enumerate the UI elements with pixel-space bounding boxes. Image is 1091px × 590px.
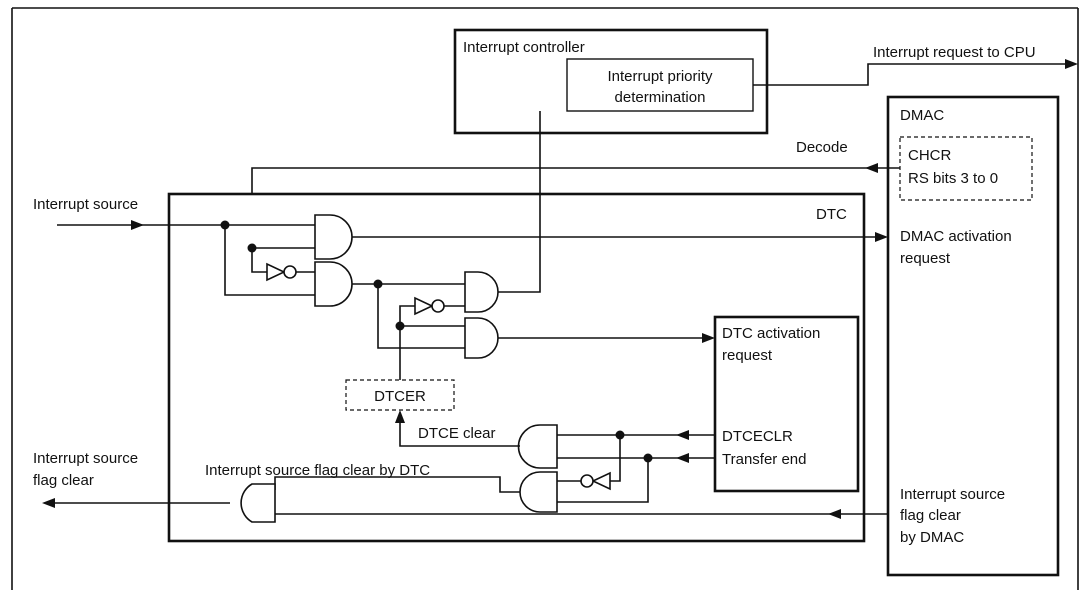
flag-clear-dmac-arrow	[828, 509, 841, 519]
dmac-label: DMAC	[900, 107, 944, 124]
irq-to-cpu-wire	[753, 63, 1066, 86]
dtc-activation-label-1: DTC activation	[722, 325, 820, 342]
inverter-3	[591, 471, 611, 491]
flag-clear-dmac-label-2: flag clear	[900, 507, 961, 524]
and-gate-3	[464, 271, 499, 313]
interrupt-flag-clear-label-1: Interrupt source	[33, 450, 138, 467]
inverter-1	[266, 262, 286, 282]
dtceclr-to-inverter3-wire	[610, 435, 621, 482]
inverter-2	[414, 296, 434, 316]
flag-clear-by-dtc-label: Interrupt source flag clear by DTC	[205, 462, 430, 479]
decode-arrow	[865, 163, 878, 173]
irq-to-cpu-label: Interrupt request to CPU	[873, 44, 1036, 61]
flag-clear-dmac-label-3: by DMAC	[900, 529, 964, 546]
chcr-register-box	[899, 136, 1033, 201]
and-gate-dtc	[464, 317, 499, 359]
chcr-bits-label: RS bits 3 to 0	[908, 170, 998, 187]
transfer-end-label: Transfer end	[722, 451, 807, 468]
dtc-activation-label-2: request	[722, 347, 773, 364]
and-gate-2	[314, 261, 353, 307]
priority-label-2: determination	[615, 89, 706, 106]
dmac-activation-label-1: DMAC activation	[900, 228, 1012, 245]
transfer-end-arrow	[676, 453, 689, 463]
dtc-activation-box	[713, 315, 860, 493]
gate3-to-priority-wire	[498, 111, 541, 293]
interrupt-flag-clear-label-2: flag clear	[33, 472, 94, 489]
decode-to-inverter-wire	[251, 248, 267, 273]
priority-label-1: Interrupt priority	[607, 68, 713, 85]
transfer-end-to-gate6-wire	[557, 458, 649, 503]
flag-clear-dmac-label-1: Interrupt source	[900, 486, 1005, 503]
inverter-1-bubble	[283, 265, 297, 279]
dtceclr-arrow	[676, 430, 689, 440]
priority-determination-box	[566, 58, 754, 112]
irq-to-cpu-arrow	[1065, 59, 1078, 69]
interrupt-controller-label: Interrupt controller	[463, 39, 585, 56]
source-to-gate2-wire	[224, 225, 315, 296]
inverter-2-bubble	[431, 299, 445, 313]
inverter-3-bubble	[580, 474, 594, 488]
gate2-to-gate4-wire	[377, 284, 465, 349]
dtce-clear-wire	[399, 422, 520, 447]
dtceclr-label: DTCECLR	[722, 428, 793, 445]
dtc-label: DTC	[816, 206, 847, 223]
dtcer-label: DTCER	[374, 388, 426, 405]
dtcer-to-inverter2-wire	[399, 305, 415, 324]
dtce-clear-arrow	[395, 410, 405, 423]
dmac-activation-label-2: request	[900, 250, 951, 267]
and-gate-dmac	[314, 214, 353, 260]
and-gate-dtce-clear	[517, 424, 558, 469]
decode-label: Decode	[796, 139, 848, 156]
interrupt-source-arrow	[131, 220, 144, 230]
gate-interrupt-flag-clear	[240, 483, 276, 523]
dtc-activation-arrow	[702, 333, 715, 343]
interrupt-source-label: Interrupt source	[33, 196, 138, 213]
chcr-label: CHCR	[908, 147, 951, 164]
flag-clear-dtc-wire	[274, 476, 520, 493]
dmac-activation-arrow	[875, 232, 888, 242]
interrupt-flag-clear-arrow	[42, 498, 55, 508]
and-gate-flag-clear-dtc	[519, 471, 558, 513]
dtce-clear-label: DTCE clear	[418, 425, 496, 442]
